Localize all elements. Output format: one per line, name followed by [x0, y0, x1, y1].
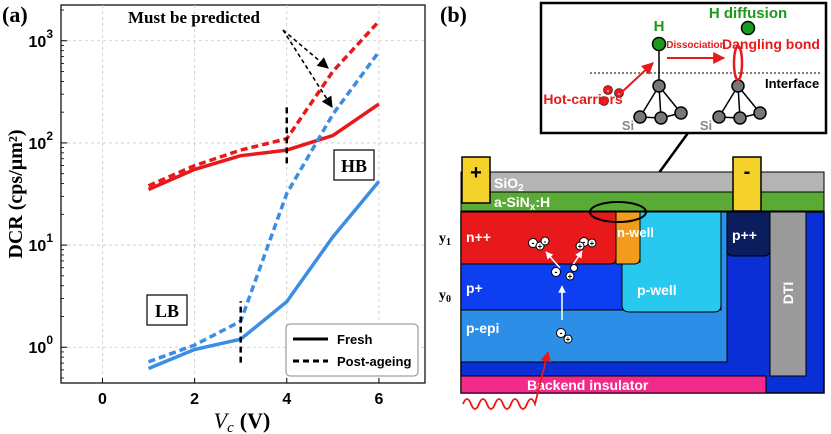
- svg-text:+: +: [590, 239, 595, 248]
- inset-diagram: H H diffusion Interface: [539, 1, 828, 135]
- lb-box: [146, 294, 188, 326]
- legend: Fresh Post-ageing: [285, 323, 419, 377]
- interface-highlight-ellipse: [589, 201, 647, 223]
- terminal-plus-label: +: [470, 162, 482, 184]
- panel-a-label: (a): [2, 2, 28, 27]
- sin-label: a-SiNx:H: [494, 194, 550, 213]
- si-tetrahedron-left-icon: [633, 79, 688, 125]
- x-axis-label: Vc(V): [214, 408, 271, 434]
- n-plus-plus-label: n++: [466, 229, 491, 245]
- plot-frame: [60, 4, 426, 384]
- backend-insulator-label: Backend insulator: [527, 377, 649, 393]
- annotation-arrow-2: [282, 29, 333, 108]
- series-group: [147, 20, 381, 371]
- electron-hole-pair: - + - - + + - + - +: [528, 236, 597, 344]
- p-plus-label: p+: [466, 280, 483, 296]
- sio2-label: SiO2: [494, 175, 524, 194]
- inset-dissociation: Dissociation: [666, 40, 725, 51]
- inset-dangling-bond: Dangling bond: [722, 36, 820, 52]
- series-line-lb-post-ageing: [147, 50, 381, 364]
- x-tick-label: 6: [374, 391, 383, 408]
- legend-post-ageing: Post-ageing: [337, 354, 411, 369]
- terminal-minus-label: -: [744, 161, 751, 183]
- series-line-hb-fresh: [147, 102, 380, 192]
- panel-b-label: (b): [440, 2, 467, 27]
- inset-interface: Interface: [765, 76, 819, 91]
- x-tick-label: 0: [98, 391, 107, 408]
- y1-label: y1: [439, 231, 451, 248]
- v-markers: [239, 107, 289, 363]
- p-plus-plus-label: p++: [732, 227, 757, 243]
- svg-text:-: -: [603, 97, 606, 106]
- hb-label: HB: [341, 156, 367, 176]
- dti-region: [769, 211, 807, 377]
- y-tick-label: 103: [29, 27, 54, 51]
- h-diffused-atom-icon: [740, 20, 756, 36]
- p-epi-label: p-epi: [466, 320, 499, 336]
- svg-text:-: -: [532, 238, 535, 248]
- y-ticks: 100 101 102 103: [29, 9, 67, 379]
- grid: [61, 5, 425, 383]
- inset-h-diffusion: H diffusion: [709, 5, 787, 22]
- svg-text:-: -: [560, 328, 563, 338]
- inset-si-right: Si: [700, 118, 712, 133]
- hot-carrier-icons: - - -: [599, 85, 624, 106]
- carrier-pairs-icons: - + - - + + - + - +: [528, 236, 597, 344]
- x-tick-label: 4: [282, 391, 291, 408]
- terminal-plus: [461, 156, 491, 204]
- dangling-bond-icon: [732, 44, 744, 82]
- terminal-minus: [732, 156, 762, 212]
- y-axis-label: DCR (cps/µm²): [5, 129, 27, 258]
- series-line-hb-post-ageing: [147, 20, 381, 188]
- svg-text:+: +: [578, 242, 583, 251]
- p-well-region: [621, 211, 722, 313]
- svg-text:-: -: [618, 89, 621, 98]
- inset-h-label: H: [654, 18, 665, 35]
- photon-wave-icon: [462, 350, 551, 410]
- inset-hot-carriers: Hot-carriers: [543, 91, 623, 107]
- n-well-region: [615, 211, 641, 265]
- y0-label: y0: [439, 288, 451, 305]
- backend-insulator-region: [460, 375, 767, 394]
- svg-text:+: +: [566, 335, 571, 344]
- y-tick-label: 102: [29, 129, 54, 153]
- legend-fresh: Fresh: [337, 332, 372, 347]
- annotation-arrow-1: [282, 29, 329, 69]
- series-line-lb-fresh: [147, 180, 381, 371]
- device-cross-section: + - SiO2 a-SiNx:H n++ n-well p++ p+ p-we…: [460, 156, 825, 394]
- dti-label: DTI: [780, 282, 796, 305]
- inset-si-left: Si: [622, 118, 634, 133]
- svg-text:+: +: [538, 242, 543, 251]
- lb-label: LB: [155, 301, 179, 321]
- svg-text:-: -: [583, 237, 586, 247]
- si-tetrahedron-right-icon: [712, 79, 767, 125]
- x-tick-label: 2: [190, 391, 199, 408]
- hb-box: [333, 149, 375, 181]
- svg-text:+: +: [568, 272, 573, 281]
- must-be-predicted-annotation: Must be predicted: [128, 8, 260, 27]
- y-tick-label: 101: [29, 231, 54, 255]
- x-ticks: 0 2 4 6: [98, 378, 383, 408]
- svg-text:-: -: [555, 267, 558, 277]
- svg-text:-: -: [607, 86, 610, 95]
- n-well-label: n-well: [617, 225, 654, 240]
- p-well-label: p-well: [637, 282, 677, 298]
- svg-text:-: -: [544, 237, 547, 246]
- y-tick-label: 100: [29, 333, 54, 357]
- h-atom-icon: [651, 36, 667, 52]
